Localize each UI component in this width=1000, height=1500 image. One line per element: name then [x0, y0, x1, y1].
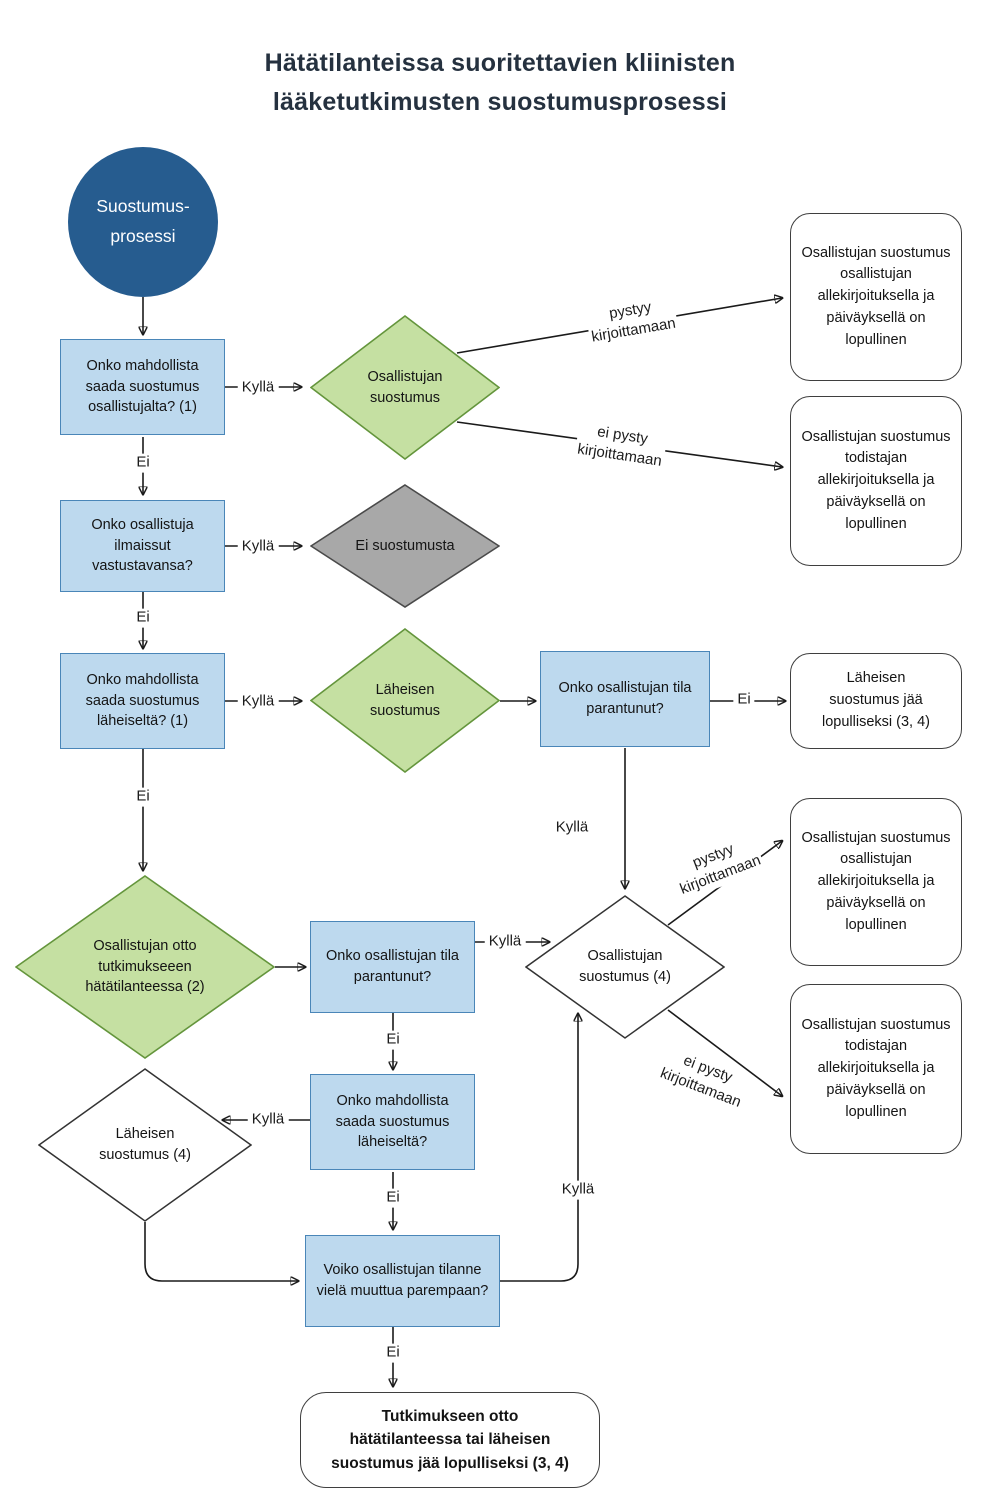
edge-label-no-1: Ei [132, 453, 154, 473]
question-condition-improved-2-label: Onko osallistujan tila parantunut? [326, 948, 459, 985]
diamond-shape [525, 895, 725, 1039]
decision-participant-consent-4-label: Osallistujan suostumus (4) [579, 948, 671, 985]
diamond-shape [15, 875, 275, 1059]
diamond-shape [38, 1068, 252, 1222]
edge-label-yes-1: Kyllä [237, 378, 279, 398]
edge-label-yes-6: Kyllä [247, 1110, 289, 1130]
arrow-relative-consent-4-to-condition-change [144, 1222, 298, 1281]
outcome-witness-signature-2: Osallistujan suostumus todistajan alleki… [790, 984, 962, 1154]
edge-label-no-5: Ei [382, 1030, 404, 1050]
outcome-participant-signature-2: Osallistujan suostumus osallistujan alle… [790, 798, 962, 966]
edge-label-no-3: Ei [733, 690, 755, 710]
edge-label-yes-3: Kyllä [237, 692, 279, 712]
question-condition-improved-1: Onko osallistujan tila parantunut? [540, 651, 710, 747]
diamond-shape [310, 484, 500, 608]
edge-label-no-4: Ei [132, 787, 154, 807]
decision-emergency-enrollment-label: Osallistujan otto tutkimukseeen hätätila… [85, 938, 205, 996]
decision-relative-consent-4: Läheisen suostumus (4) [38, 1068, 252, 1222]
question-expressed-opposition: Onko osallistuja ilmaissut vastustavansa… [60, 500, 225, 592]
diamond-shape [310, 315, 500, 460]
edge-label-no-7: Ei [382, 1343, 404, 1363]
arrow-condition-change-to-participant-consent-4 [500, 1014, 578, 1282]
edge-label-no-2: Ei [132, 608, 154, 628]
question-consent-relative-label: Onko mahdollista saada suostumus läheise… [85, 672, 200, 730]
edge-label-yes-2: Kyllä [237, 537, 279, 557]
question-condition-change-label: Voiko osallistujan tilanne vielä muuttua… [316, 1262, 489, 1299]
decision-relative-consent: Läheisen suostumus [310, 628, 500, 773]
question-consent-participant: Onko mahdollista saada suostumus osallis… [60, 339, 225, 435]
diamond-shape [310, 628, 500, 773]
outcome-final: Tutkimukseen otto hätätilanteessa tai lä… [300, 1392, 600, 1488]
outcome-witness-signature-2-label: Osallistujan suostumus todistajan alleki… [801, 1016, 951, 1120]
outcome-participant-signature-2-label: Osallistujan suostumus osallistujan alle… [801, 829, 951, 933]
question-consent-relative: Onko mahdollista saada suostumus läheise… [60, 653, 225, 749]
decision-relative-consent-4-label: Läheisen suostumus (4) [99, 1126, 191, 1163]
decision-participant-consent-label: Osallistujan suostumus [367, 368, 443, 406]
question-condition-improved-1-label: Onko osallistujan tila parantunut? [558, 680, 692, 717]
edge-label-yes-4: Kyllä [555, 818, 589, 836]
page-title: Hätätilanteissa suoritettavien kliiniste… [264, 49, 736, 116]
decision-relative-consent-label: Läheisen suostumus [369, 681, 441, 719]
outcome-witness-signature-1-label: Osallistujan suostumus todistajan alleki… [801, 428, 951, 532]
decision-no-consent-label: Ei suostumusta [355, 537, 455, 554]
question-expressed-opposition-label: Onko osallistuja ilmaissut vastustavansa… [91, 517, 194, 575]
decision-emergency-enrollment: Osallistujan otto tutkimukseeen hätätila… [15, 875, 275, 1059]
outcome-final-label: Tutkimukseen otto hätätilanteessa tai lä… [331, 1408, 569, 1472]
edge-label-yes-7: Kyllä [557, 1180, 599, 1200]
outcome-participant-signature-1-label: Osallistujan suostumus osallistujan alle… [801, 244, 951, 348]
start-node: Suostumus- prosessi [68, 147, 218, 297]
question-consent-relative-2: Onko mahdollista saada suostumus läheise… [310, 1074, 475, 1170]
question-consent-participant-label: Onko mahdollista saada suostumus osallis… [85, 358, 200, 416]
outcome-relative-final: Läheisen suostumus jää lopulliseksi (3, … [790, 653, 962, 749]
decision-participant-consent: Osallistujan suostumus [310, 315, 500, 460]
question-consent-relative-2-label: Onko mahdollista saada suostumus läheise… [335, 1093, 450, 1151]
arrow-consent-cannot-write-2 [667, 1009, 782, 1096]
edge-label-yes-5: Kyllä [484, 932, 526, 952]
edge-label-no-6: Ei [382, 1188, 404, 1208]
decision-no-consent: Ei suostumusta [310, 484, 500, 608]
outcome-witness-signature-1: Osallistujan suostumus todistajan alleki… [790, 396, 962, 566]
outcome-relative-final-label: Läheisen suostumus jää lopulliseksi (3, … [822, 670, 930, 730]
question-condition-improved-2: Onko osallistujan tila parantunut? [310, 921, 475, 1013]
question-condition-change: Voiko osallistujan tilanne vielä muuttua… [305, 1235, 500, 1327]
decision-participant-consent-4: Osallistujan suostumus (4) [525, 895, 725, 1039]
outcome-participant-signature-1: Osallistujan suostumus osallistujan alle… [790, 213, 962, 381]
start-node-label: Suostumus- prosessi [96, 196, 190, 246]
